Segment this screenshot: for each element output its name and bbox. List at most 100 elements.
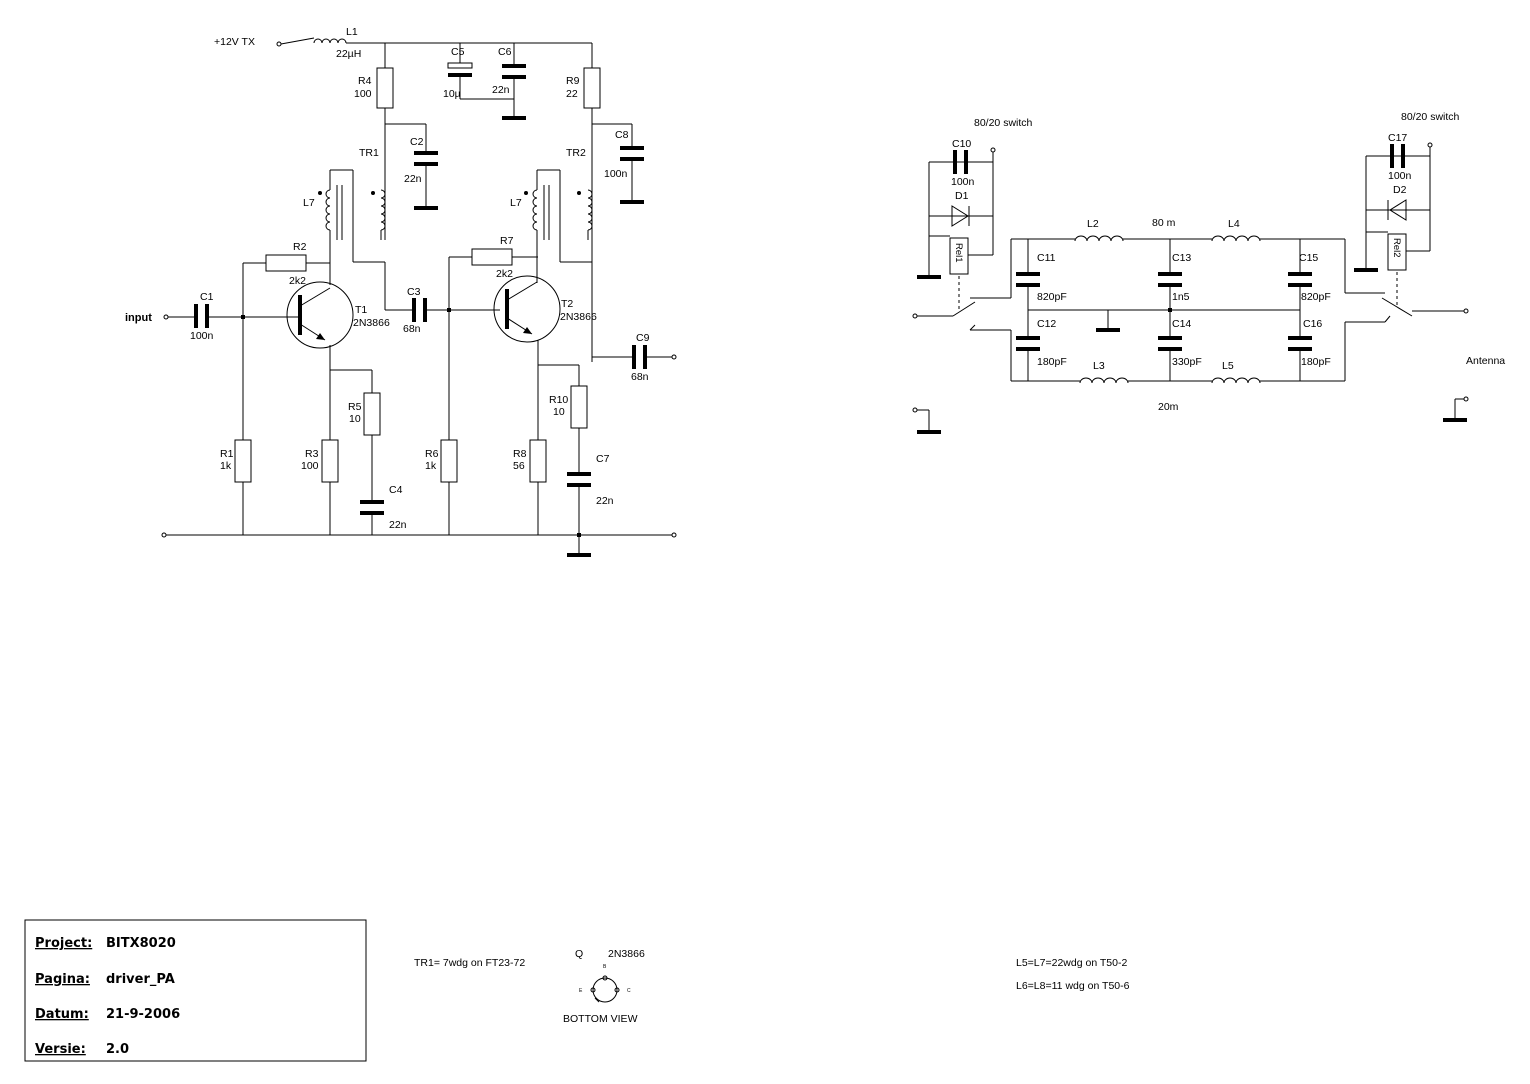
notes: TR1= 7wdg on FT23-72 Q 2N3866 B E C BOTT…: [414, 948, 1130, 1025]
R5-value: 10: [349, 413, 361, 425]
switch-right-label: 80/20 switch: [1401, 111, 1460, 123]
R1-value: 1k: [220, 460, 232, 472]
L5-label: L5: [1222, 360, 1234, 372]
C4-value: 22n: [389, 519, 407, 531]
R2-name: R2: [293, 241, 307, 253]
C15-value: 820pF: [1301, 291, 1331, 303]
C8-value: 100n: [604, 168, 628, 180]
T1-value: 2N3866: [353, 317, 390, 329]
versie-key: Versie:: [35, 1042, 86, 1057]
T2-value: 2N3866: [560, 311, 597, 323]
C17-name: C17: [1388, 132, 1407, 144]
project-key: Project:: [35, 936, 92, 951]
resistor-R7: [471, 248, 513, 266]
D2-label: D2: [1393, 184, 1407, 196]
datum-value: 21-9-2006: [106, 1007, 180, 1022]
diode-D2: [1389, 199, 1407, 221]
R8-value: 56: [513, 460, 525, 472]
C1-value: 100n: [190, 330, 214, 342]
supply-label: +12V TX: [214, 36, 255, 48]
R3-name: R3: [305, 448, 319, 460]
C4-name: C4: [389, 484, 403, 496]
C2-value: 22n: [404, 173, 422, 185]
inductor-L2: [1074, 235, 1124, 242]
pin-e-label: E: [579, 988, 583, 994]
Rel1-label: Rel1: [953, 243, 964, 263]
resistor-R9: [583, 67, 601, 109]
R8-name: R8: [513, 448, 527, 460]
inductor-L4: [1211, 235, 1261, 242]
L2-label: L2: [1087, 218, 1099, 230]
input-label: input: [125, 312, 152, 324]
C9-name: C9: [636, 332, 650, 344]
C6-name: C6: [498, 46, 512, 58]
title-block: Project: BITX8020 Pagina: driver_PA Datu…: [24, 919, 367, 1062]
note-transistor-part: 2N3866: [608, 948, 645, 960]
coil-TR2-secondary: [587, 189, 593, 231]
R3-value: 100: [301, 460, 319, 472]
driver-circuit: +12V TX L1 22µH R4 100 C5 10µ C6 22n R9 …: [125, 26, 677, 557]
resistor-R8: [529, 439, 547, 483]
D1-label: D1: [955, 190, 969, 202]
versie-value: 2.0: [106, 1042, 129, 1057]
R6-name: R6: [425, 448, 439, 460]
R9-name: R9: [566, 75, 580, 87]
C9-value: 68n: [631, 371, 649, 383]
inductor-L5: [1211, 377, 1261, 384]
R9-value: 22: [566, 88, 578, 100]
band-20m-label: 20m: [1158, 401, 1179, 413]
transistor-T2: [493, 275, 561, 343]
antenna-label: Antenna: [1466, 355, 1505, 367]
C12-value: 180pF: [1037, 356, 1067, 368]
L7b-label: L7: [510, 197, 522, 209]
resistor-R1: [234, 439, 252, 483]
resistor-R6: [440, 439, 458, 483]
note-tr1: TR1= 7wdg on FT23-72: [414, 957, 525, 969]
note-coils-2: L6=L8=11 wdg on T50-6: [1016, 980, 1130, 992]
filter-circuit: 80/20 switch C10 100n D1 Rel1 L2 80 m: [912, 111, 1505, 434]
C16-value: 180pF: [1301, 356, 1331, 368]
note-coils-1: L5=L7=22wdg on T50-2: [1016, 957, 1127, 969]
C11-name: C11: [1037, 252, 1056, 264]
diode-D1: [951, 205, 969, 227]
note-transistor-q: Q: [575, 948, 583, 960]
C7-name: C7: [596, 453, 610, 465]
R2-value: 2k2: [289, 275, 306, 287]
C5-name: C5: [451, 46, 465, 58]
transistor-pinout-diagram: B E C: [579, 964, 631, 1003]
resistor-R2: [265, 254, 307, 272]
pin-b-label: B: [603, 964, 607, 970]
R4-value: 100: [354, 88, 372, 100]
resistor-R4: [376, 67, 394, 109]
pagina-value: driver_PA: [106, 972, 175, 987]
R7-name: R7: [500, 235, 514, 247]
C14-value: 330pF: [1172, 356, 1202, 368]
C6-value: 22n: [492, 84, 510, 96]
resistor-R3: [321, 439, 339, 483]
T2-name: T2: [561, 298, 573, 310]
R1-name: R1: [220, 448, 234, 460]
note-bottom-view: BOTTOM VIEW: [563, 1013, 638, 1025]
R5-name: R5: [348, 401, 362, 413]
C8-name: C8: [615, 129, 629, 141]
coil-TR1-secondary: [380, 189, 386, 231]
inductor-L3: [1079, 377, 1129, 384]
C15-name: C15: [1299, 252, 1318, 264]
C10-value: 100n: [951, 176, 975, 188]
C10-name: C10: [952, 138, 971, 150]
L4-label: L4: [1228, 218, 1240, 230]
C14-name: C14: [1172, 318, 1191, 330]
pagina-key: Pagina:: [35, 972, 90, 987]
relay-Rel2: [1387, 233, 1407, 271]
C16-name: C16: [1303, 318, 1322, 330]
C7-value: 22n: [596, 495, 614, 507]
inductor-L1: [313, 38, 347, 44]
resistor-R5: [363, 392, 381, 436]
C11-value: 820pF: [1037, 291, 1067, 303]
L1-value: 22µH: [336, 48, 361, 60]
resistor-R10: [570, 385, 588, 429]
TR1-label: TR1: [359, 147, 379, 159]
R10-name: R10: [549, 394, 568, 406]
